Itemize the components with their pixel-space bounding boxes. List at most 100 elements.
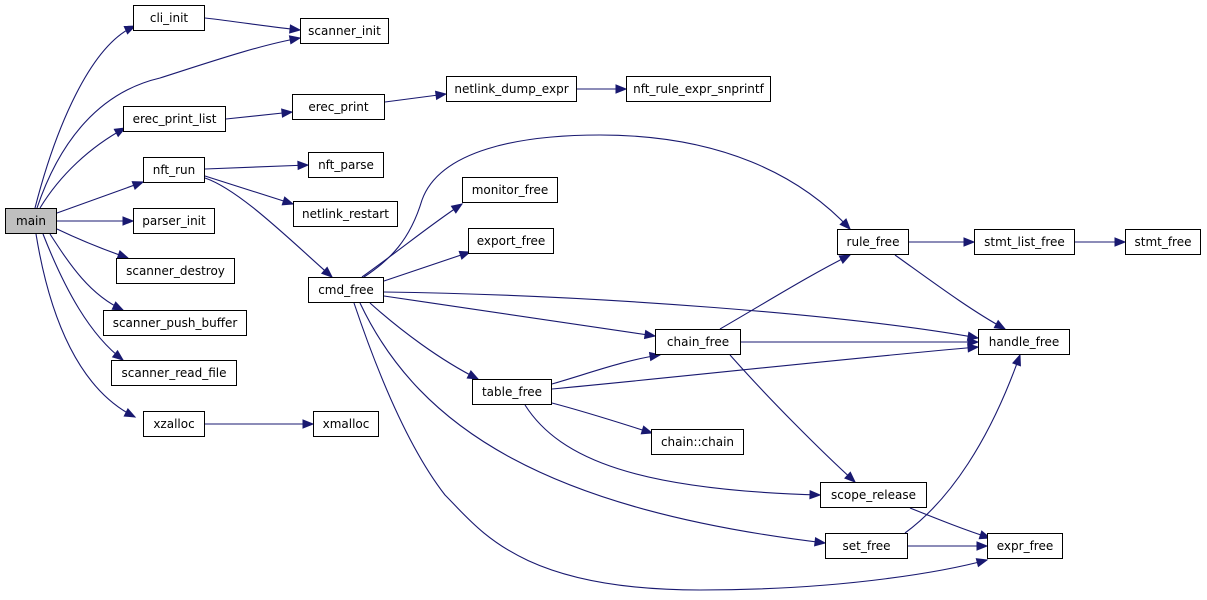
edge-arrowhead: [966, 331, 980, 341]
edge-main-to-scanner_push_buffer: [49, 233, 125, 311]
node-scope-release[interactable]: scope_release: [820, 482, 927, 508]
edge-arrowhead: [975, 558, 989, 568]
node-label: erec_print_list: [132, 112, 217, 126]
node-label: chain_free: [666, 335, 730, 349]
edge-arrowhead: [289, 24, 302, 34]
node-label: stmt_list_free: [984, 235, 1065, 249]
node-nft-run[interactable]: nft_run: [143, 157, 205, 183]
edge-cmd_free-to-handle_free: [383, 291, 980, 341]
node-stmt-free[interactable]: stmt_free: [1125, 229, 1201, 255]
edge-arrowhead: [466, 370, 480, 380]
node-label: export_free: [476, 234, 546, 248]
edge-arrowhead: [640, 425, 654, 435]
node-label: monitor_free: [471, 183, 549, 197]
node-monitor-free[interactable]: monitor_free: [462, 177, 558, 203]
node-label: scanner_destroy: [126, 264, 225, 278]
node-label: nft_parse: [318, 158, 374, 172]
node-label: handle_free: [988, 335, 1060, 349]
edge-cmd_free-to-chain_free: [383, 295, 657, 340]
node-scanner-destroy[interactable]: scanner_destroy: [116, 258, 235, 284]
edge-arrowhead: [281, 196, 295, 206]
node-rule-free[interactable]: rule_free: [837, 229, 909, 255]
node-scanner-push-buffer[interactable]: scanner_push_buffer: [103, 310, 247, 336]
node-export-free[interactable]: export_free: [468, 228, 554, 254]
node-expr-free[interactable]: expr_free: [987, 533, 1063, 559]
edge-arrowhead: [302, 419, 315, 429]
call-edges: [34, 17, 1127, 591]
edge-scope_release-to-expr_free: [909, 507, 992, 540]
node-erec-print[interactable]: erec_print: [292, 94, 385, 120]
node-label: xmalloc: [322, 417, 370, 431]
node-label: stmt_free: [1134, 235, 1192, 249]
edge-arrowhead: [450, 203, 464, 214]
edge-main-to-parser_init: [57, 216, 135, 226]
node-label: cli_init: [149, 11, 189, 25]
edge-stmt_list_free-to-stmt_free: [1075, 237, 1127, 247]
edge-nft_run-to-cmd_free: [204, 177, 334, 278]
edge-arrowhead: [1012, 353, 1021, 367]
node-label: netlink_restart: [302, 207, 389, 221]
node-label: set_free: [842, 539, 891, 553]
node-erec-print-list[interactable]: erec_print_list: [123, 106, 226, 132]
edge-table_free-to-chain_free: [551, 351, 662, 385]
edge-arrowhead: [963, 237, 976, 247]
edge-rule_free-to-stmt_list_free: [909, 237, 976, 247]
edge-arrowhead: [838, 254, 852, 264]
edge-cmd_free-to-expr_free: [353, 302, 989, 591]
node-table-free[interactable]: table_free: [472, 379, 552, 405]
node-label: main: [16, 214, 46, 228]
edge-arrowhead: [123, 408, 137, 418]
edge-cli_init-to-scanner_init: [204, 17, 302, 34]
node-label: cmd_free: [318, 283, 374, 297]
node-label: scanner_read_file: [121, 366, 227, 380]
edge-arrowhead: [131, 181, 145, 191]
node-netlink-dump-expr[interactable]: netlink_dump_expr: [446, 76, 577, 102]
edge-arrowhead: [1114, 237, 1127, 247]
node-chain-chain[interactable]: chain::chain: [651, 429, 744, 455]
node-cmd-free[interactable]: cmd_free: [308, 277, 384, 303]
node-scanner-init[interactable]: scanner_init: [300, 18, 389, 44]
node-stmt-list-free[interactable]: stmt_list_free: [974, 229, 1075, 255]
edge-arrowhead: [993, 319, 1007, 330]
node-nft-parse[interactable]: nft_parse: [308, 152, 384, 178]
edge-arrowhead: [281, 108, 294, 118]
edge-arrowhead: [967, 337, 980, 347]
edge-set_free-to-expr_free: [908, 541, 989, 551]
node-xzalloc[interactable]: xzalloc: [143, 411, 205, 437]
node-label: scope_release: [831, 488, 916, 502]
node-label: netlink_dump_expr: [454, 82, 569, 96]
edge-table_free-to-handle_free: [551, 343, 980, 390]
node-scanner-read-file[interactable]: scanner_read_file: [111, 360, 237, 386]
edge-xzalloc-to-xmalloc: [205, 419, 315, 429]
edge-arrowhead: [434, 90, 448, 101]
edge-main-to-xzalloc: [35, 233, 137, 418]
edge-netlink_dump_expr-to-nft_rule_expr_snprintf: [577, 84, 628, 94]
node-label: xzalloc: [153, 417, 195, 431]
node-xmalloc[interactable]: xmalloc: [313, 411, 379, 437]
edge-arrowhead: [643, 329, 657, 340]
edge-nft_run-to-netlink_restart: [204, 175, 295, 206]
node-parser-init[interactable]: parser_init: [133, 208, 215, 234]
node-label: rule_free: [846, 235, 900, 249]
node-netlink-restart[interactable]: netlink_restart: [293, 201, 398, 227]
edge-main-to-erec_print_list: [39, 127, 127, 209]
node-chain-free[interactable]: chain_free: [655, 329, 741, 355]
edge-arrowhead: [976, 541, 989, 551]
node-label: scanner_push_buffer: [112, 316, 238, 330]
node-handle-free[interactable]: handle_free: [978, 329, 1070, 355]
edge-main-to-nft_run: [56, 181, 145, 214]
edge-chain_free-to-rule_free: [719, 254, 852, 330]
edge-erec_print_list-to-erec_print: [225, 108, 294, 120]
node-label: chain::chain: [660, 435, 735, 449]
edge-arrowhead: [844, 471, 856, 483]
edge-arrowhead: [967, 343, 980, 353]
edge-nft_run-to-nft_parse: [204, 160, 310, 171]
node-set-free[interactable]: set_free: [825, 533, 908, 559]
node-label: nft_run: [152, 163, 196, 177]
edge-arrowhead: [320, 266, 334, 278]
edge-cmd_free-to-set_free: [359, 302, 827, 547]
node-cli-init[interactable]: cli_init: [133, 5, 205, 31]
node-nft-rule-expr-snprintf[interactable]: nft_rule_expr_snprintf: [626, 76, 771, 102]
node-main: main: [5, 208, 57, 234]
